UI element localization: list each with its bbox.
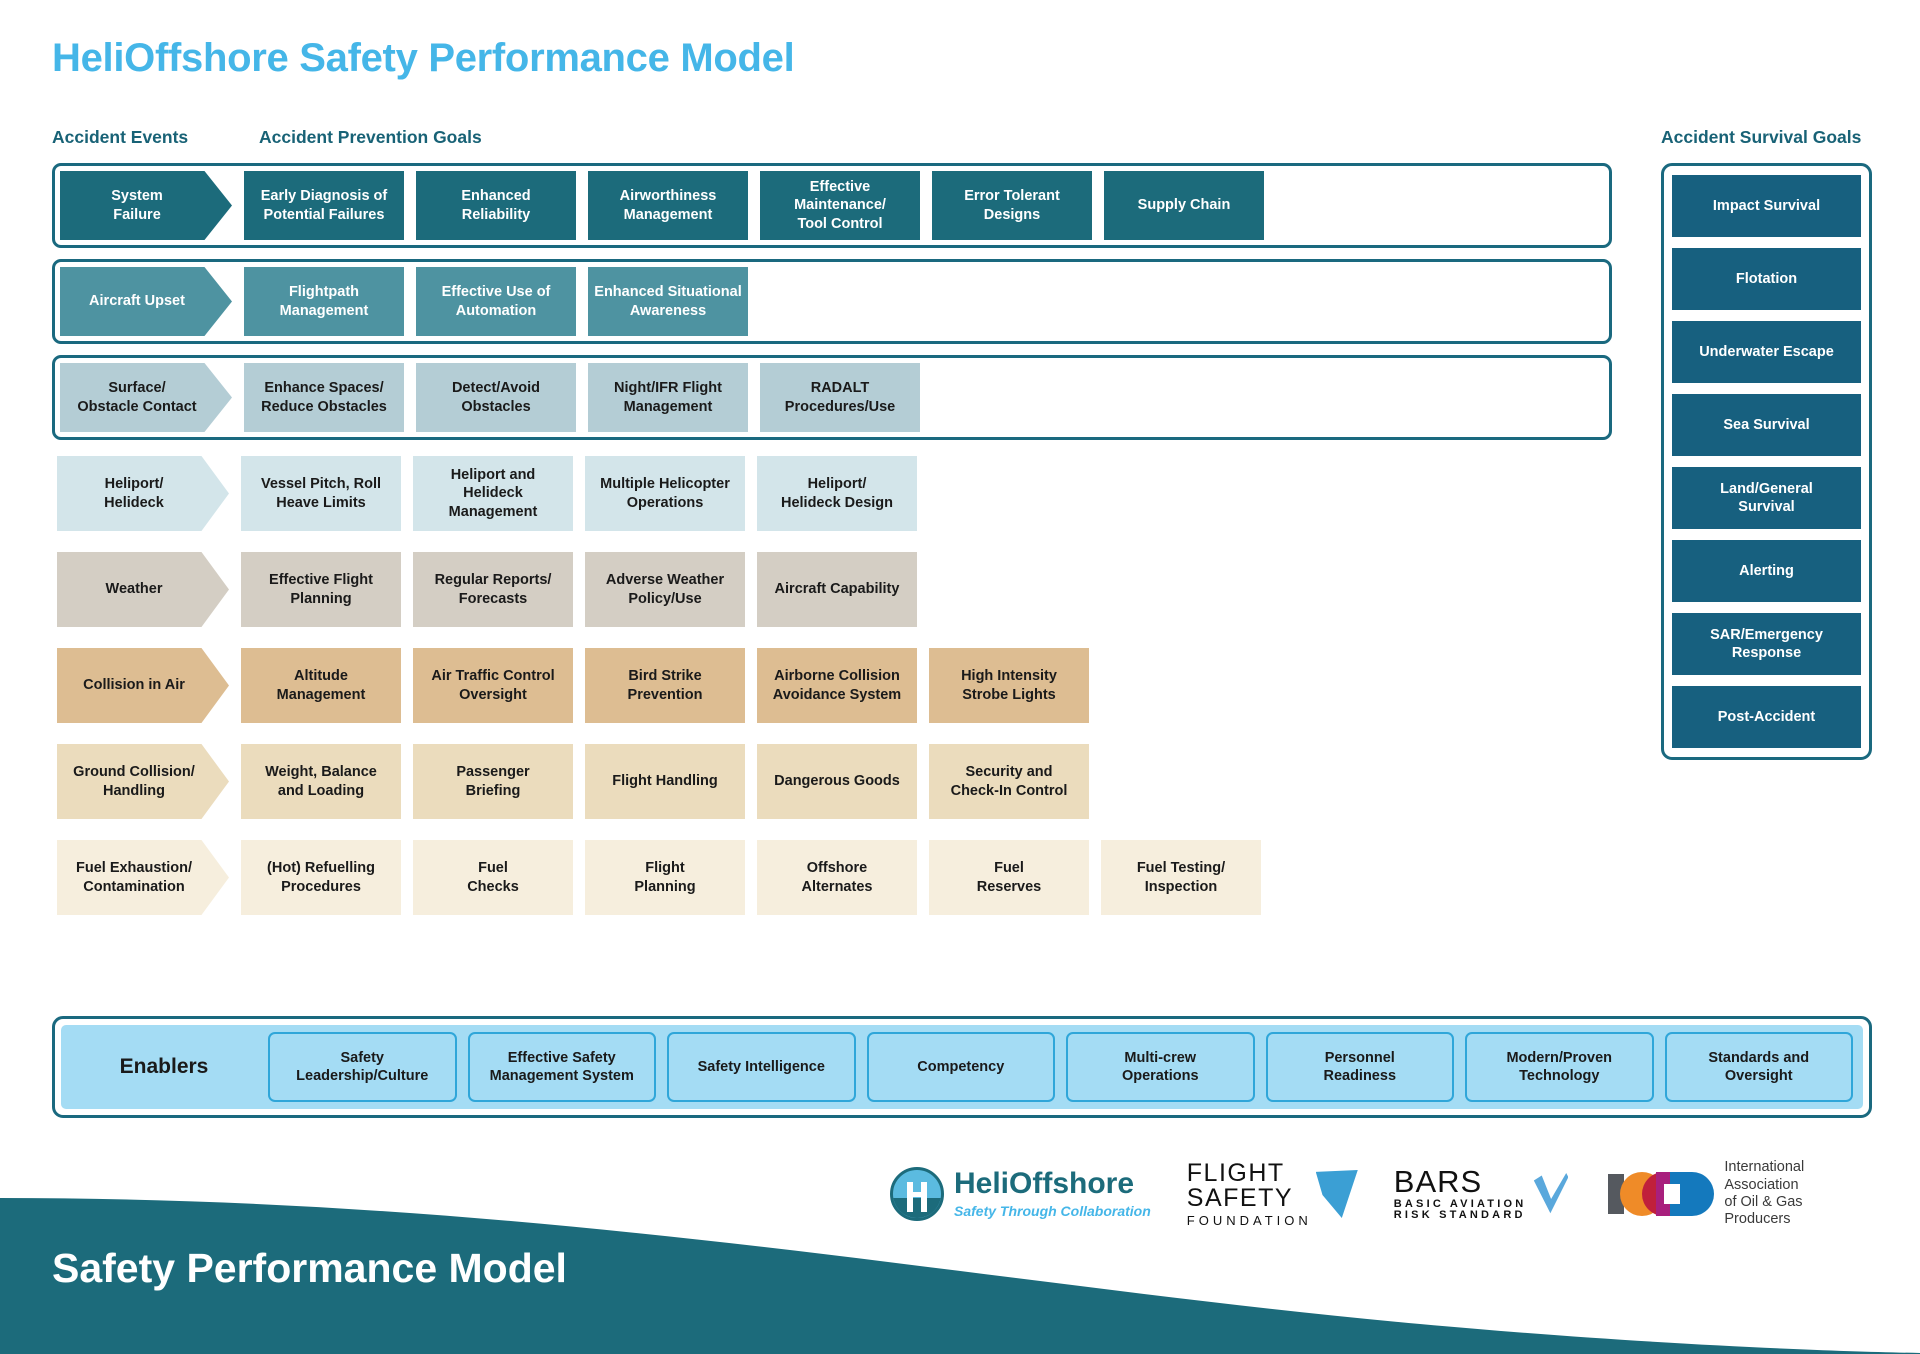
accident-event-cell[interactable]: Heliport/Helideck: [57, 456, 229, 531]
accident-event-cell[interactable]: Weather: [57, 552, 229, 627]
enablers-label: Enablers: [119, 1055, 209, 1078]
footer-wave-shape: [0, 1198, 1920, 1354]
survival-goal-cell[interactable]: Alerting: [1672, 540, 1861, 602]
accident-event-cell[interactable]: Fuel Exhaustion/Contamination: [57, 840, 229, 915]
column-header-accident-survival-goals: Accident Survival Goals: [1661, 127, 1862, 147]
helioffshore-logo-tagline: Safety Through Collaboration: [954, 1203, 1151, 1219]
bars-line-3: RISK STANDARD: [1393, 1209, 1526, 1222]
bars-logo: BARS BASIC AVIATION RISK STANDARD: [1394, 1166, 1573, 1222]
fsf-line-2: SAFETY: [1186, 1184, 1294, 1213]
fsf-line-3: FOUNDATION: [1186, 1212, 1312, 1228]
footer-banner: Safety Performance Model: [0, 1164, 1920, 1354]
helioffshore-logo-name: HeliOffshore: [954, 1167, 1135, 1200]
bars-line-2: BASIC AVIATION: [1393, 1197, 1527, 1210]
accident-event-cell[interactable]: Surface/Obstacle Contact: [60, 363, 232, 432]
prevention-goal-cell[interactable]: Flight Handling: [585, 744, 745, 819]
helioffshore-mark-icon: [890, 1167, 944, 1221]
helioffshore-logo: HeliOffshore Safety Through Collaboratio…: [890, 1167, 1151, 1221]
survival-goal-cell[interactable]: Sea Survival: [1672, 394, 1861, 456]
prevention-goal-cell[interactable]: Supply Chain: [1104, 171, 1264, 240]
accident-event-cell[interactable]: Aircraft Upset: [60, 267, 232, 336]
partner-logos: HeliOffshore Safety Through Collaboratio…: [890, 1148, 1890, 1240]
survival-goal-cell[interactable]: Impact Survival: [1672, 175, 1861, 237]
accident-event-cell[interactable]: Ground Collision/Handling: [57, 744, 229, 819]
page-title: HeliOffshore Safety Performance Model: [52, 36, 795, 80]
survival-goal-cell[interactable]: Underwater Escape: [1672, 321, 1861, 383]
accident-row: Fuel Exhaustion/Contamination(Hot) Refue…: [52, 835, 1612, 920]
accident-event-cell[interactable]: Collision in Air: [57, 648, 229, 723]
fsf-line-1: FLIGHT: [1186, 1158, 1285, 1187]
prevention-goal-cell[interactable]: Dangerous Goods: [757, 744, 917, 819]
enabler-cell[interactable]: Competency: [866, 1032, 1055, 1102]
prevention-goal-cell[interactable]: Enhance Spaces/Reduce Obstacles: [244, 363, 404, 432]
prevention-goal-cell[interactable]: Fuel Testing/Inspection: [1101, 840, 1261, 915]
survival-goal-cell[interactable]: Post-Accident: [1672, 686, 1861, 748]
column-header-accident-prevention-goals: Accident Prevention Goals: [259, 127, 482, 147]
prevention-goal-cell[interactable]: Aircraft Capability: [757, 552, 917, 627]
bars-line-1: BARS: [1393, 1164, 1483, 1200]
flight-safety-foundation-logo: FLIGHT SAFETY FOUNDATION: [1186, 1158, 1358, 1228]
footer-title: Safety Performance Model: [52, 1245, 567, 1291]
column-header-accident-events: Accident Events: [52, 127, 189, 147]
iogp-mark-icon: [1608, 1168, 1716, 1220]
prevention-goal-cell[interactable]: Regular Reports/Forecasts: [413, 552, 573, 627]
survival-goal-cell[interactable]: Flotation: [1672, 248, 1861, 310]
prevention-goal-cell[interactable]: Heliport/Helideck Design: [757, 456, 917, 531]
enabler-cell[interactable]: Safety Intelligence: [667, 1032, 856, 1102]
